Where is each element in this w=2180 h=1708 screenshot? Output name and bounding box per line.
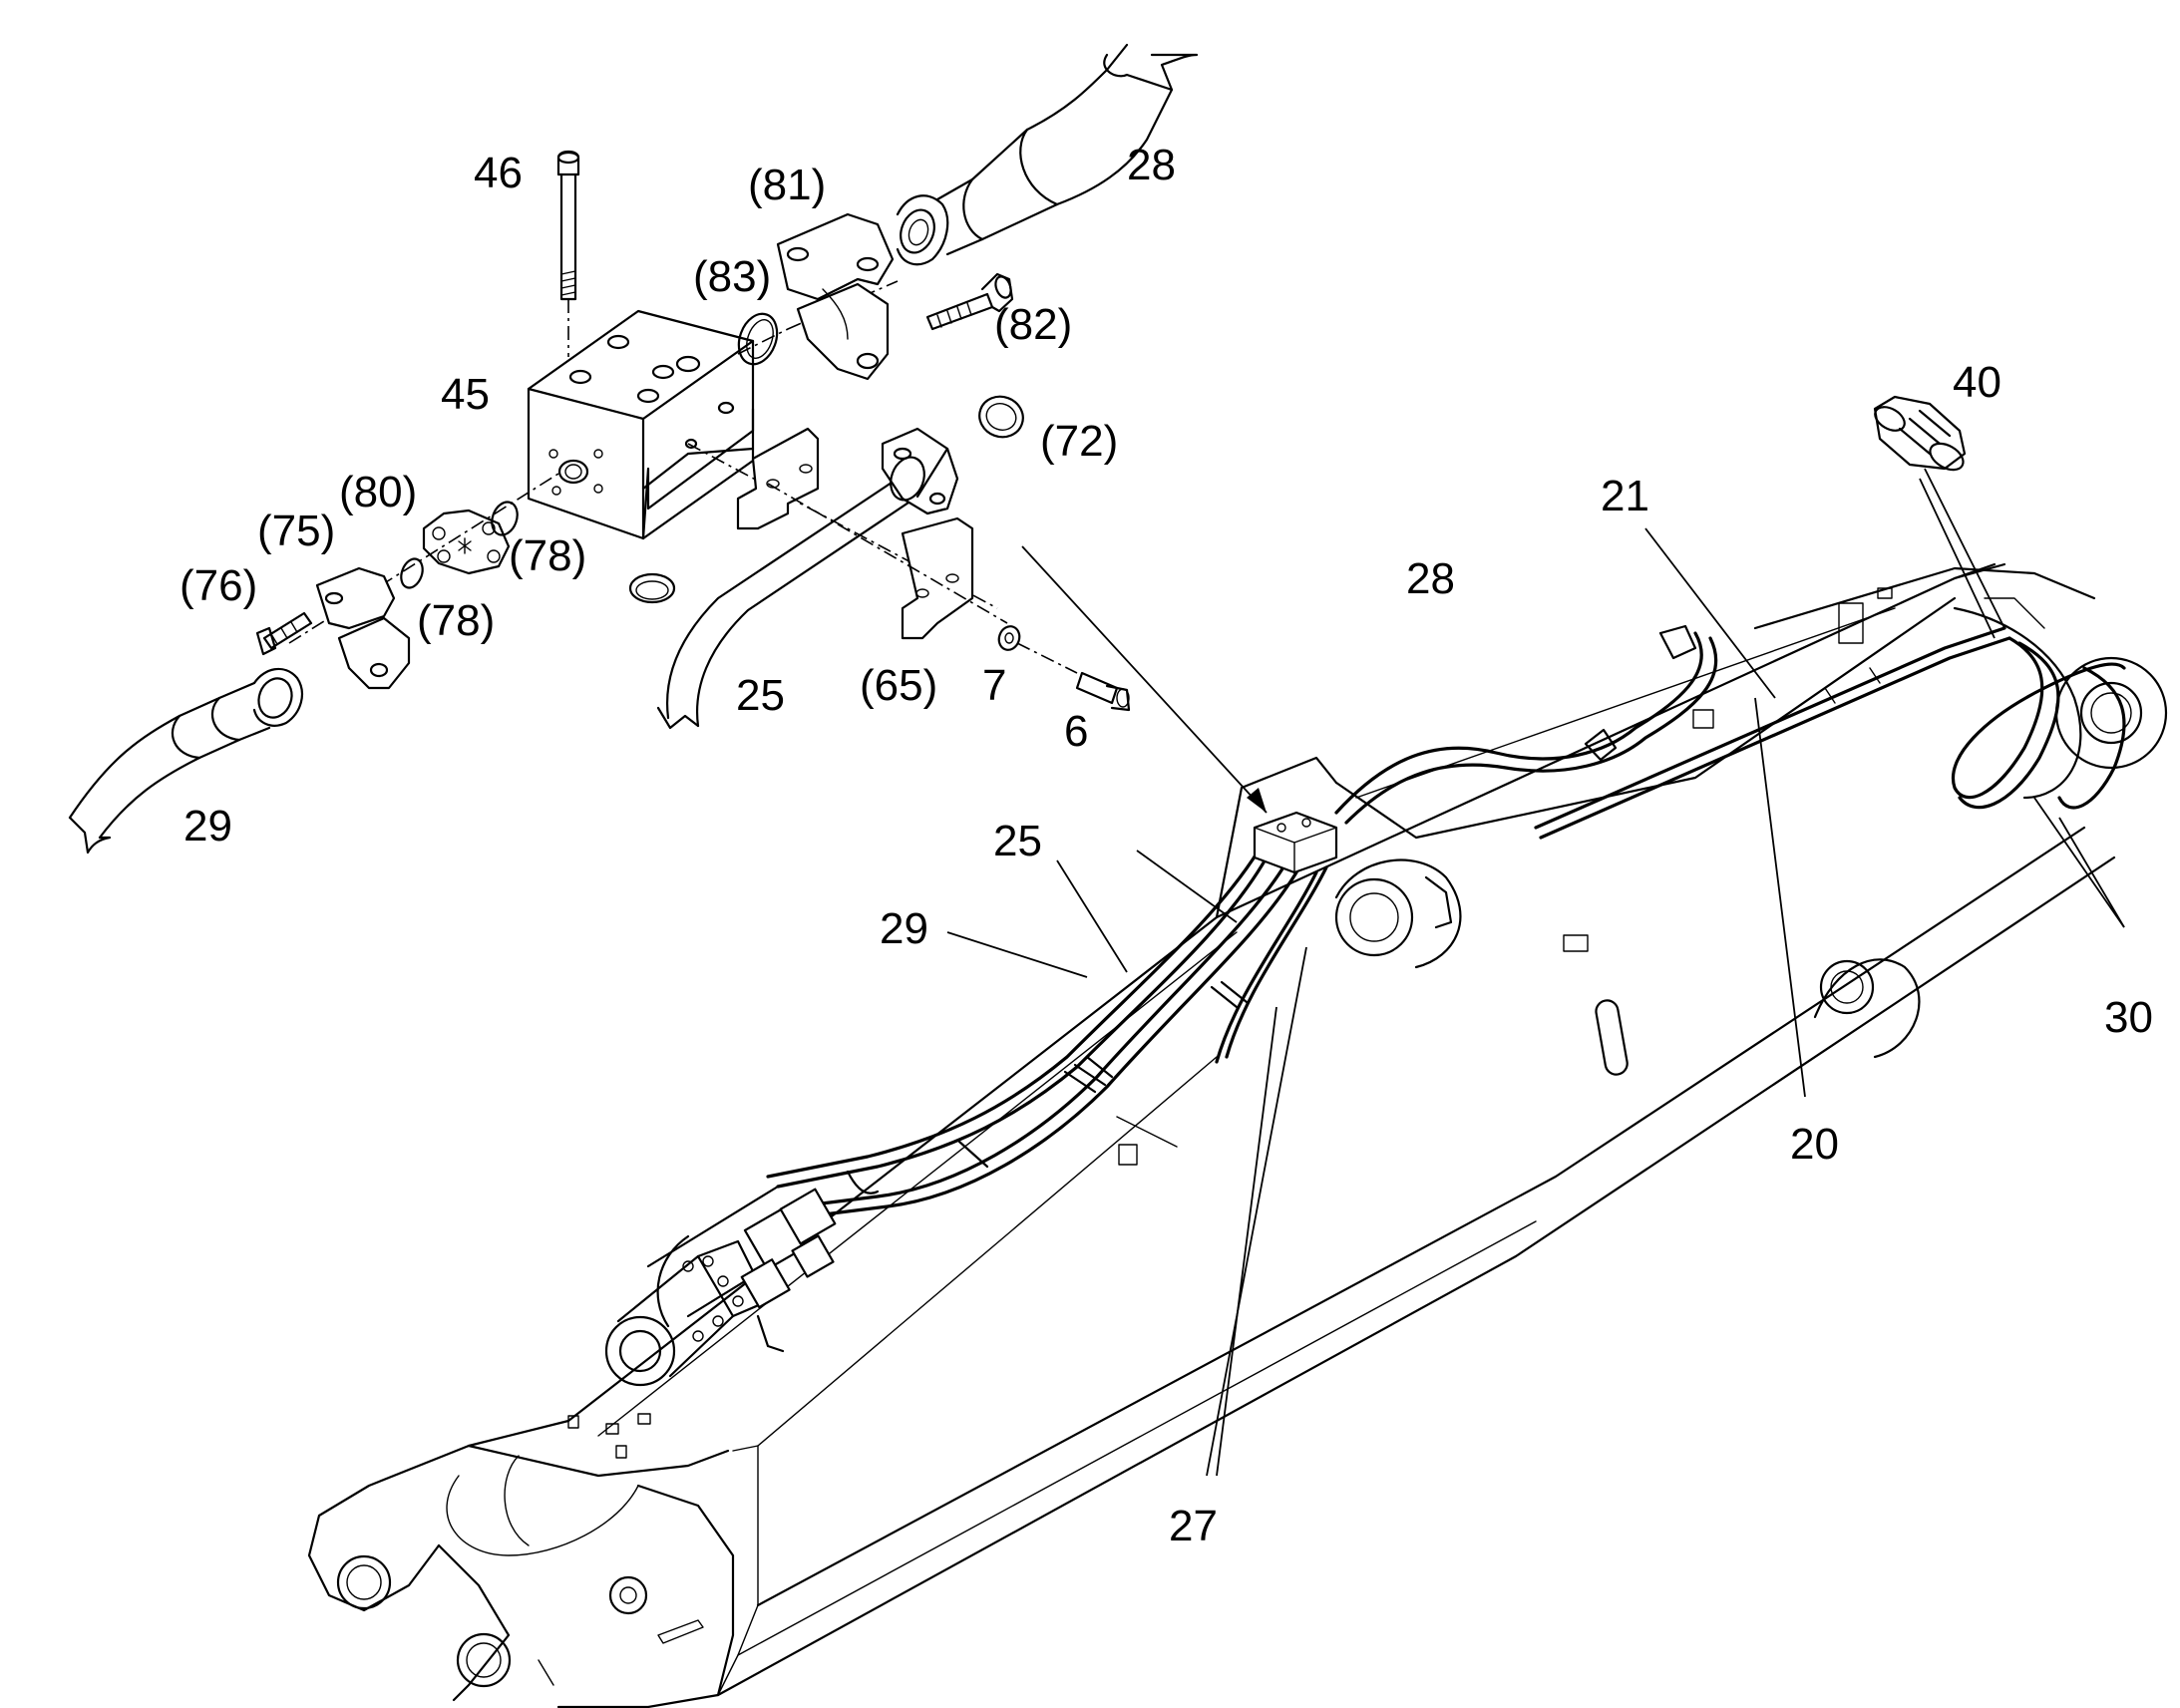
part-78-o-ring-lower <box>400 557 424 589</box>
label-45: 45 <box>441 370 490 419</box>
part-7-washer <box>997 625 1021 651</box>
label-65: (65) <box>860 661 937 710</box>
part-25-pipe <box>656 427 959 730</box>
part-46-bolt <box>556 150 580 357</box>
boom-hoses <box>766 624 2126 1218</box>
part-82-bolt <box>925 272 1014 331</box>
leader-lines <box>946 468 2125 1477</box>
o-ring-under-block <box>628 572 676 604</box>
part-6-bolt <box>1016 642 1131 712</box>
boom-cylinder <box>604 1185 837 1387</box>
label-83: (83) <box>693 252 771 301</box>
o-ring-under-block-inner <box>635 580 669 600</box>
label-78-upper: (78) <box>509 531 586 580</box>
label-80: (80) <box>339 468 417 516</box>
arrowhead-valve <box>1247 788 1267 813</box>
label-75: (75) <box>257 507 335 555</box>
part-80-flange-plate <box>422 509 511 575</box>
label-20: 20 <box>1790 1120 1839 1169</box>
label-28-boom: 28 <box>1406 554 1455 603</box>
part-83-o-ring <box>737 312 779 366</box>
part-28-hose-exploded <box>896 43 1199 266</box>
part-76-bolt <box>255 611 313 656</box>
part-40-fitting <box>1873 395 1967 472</box>
part-labels: 46 (81) 28 (83) (82) 45 40 (72) (80) (75… <box>180 141 2153 1550</box>
label-30: 30 <box>2104 993 2153 1042</box>
label-29-exploded: 29 <box>183 802 232 851</box>
boom-head-end <box>1118 587 2168 1166</box>
label-6: 6 <box>1064 707 1088 756</box>
label-27: 27 <box>1169 1502 1218 1550</box>
part-75-split-flange <box>315 566 411 690</box>
label-21: 21 <box>1601 472 1649 520</box>
label-40: 40 <box>1953 358 2001 407</box>
label-76: (76) <box>180 561 257 610</box>
label-7: 7 <box>982 661 1006 710</box>
label-82: (82) <box>994 300 1072 349</box>
label-25-boom: 25 <box>993 817 1042 865</box>
part-81-split-flange <box>776 212 895 381</box>
label-28-top: 28 <box>1127 141 1176 189</box>
label-72: (72) <box>1040 417 1118 466</box>
label-81: (81) <box>748 161 826 209</box>
part-65-clamps <box>736 427 1008 640</box>
label-25-exploded: 25 <box>736 671 785 720</box>
label-78-lower: (78) <box>417 596 495 645</box>
label-29-boom: 29 <box>880 904 928 953</box>
leader-detail-to-valve <box>1021 545 1268 814</box>
part-29-hose-exploded <box>68 667 303 854</box>
part-72-o-ring <box>978 395 1024 439</box>
label-46: 46 <box>474 149 523 197</box>
part-78-o-ring-upper <box>491 501 519 536</box>
